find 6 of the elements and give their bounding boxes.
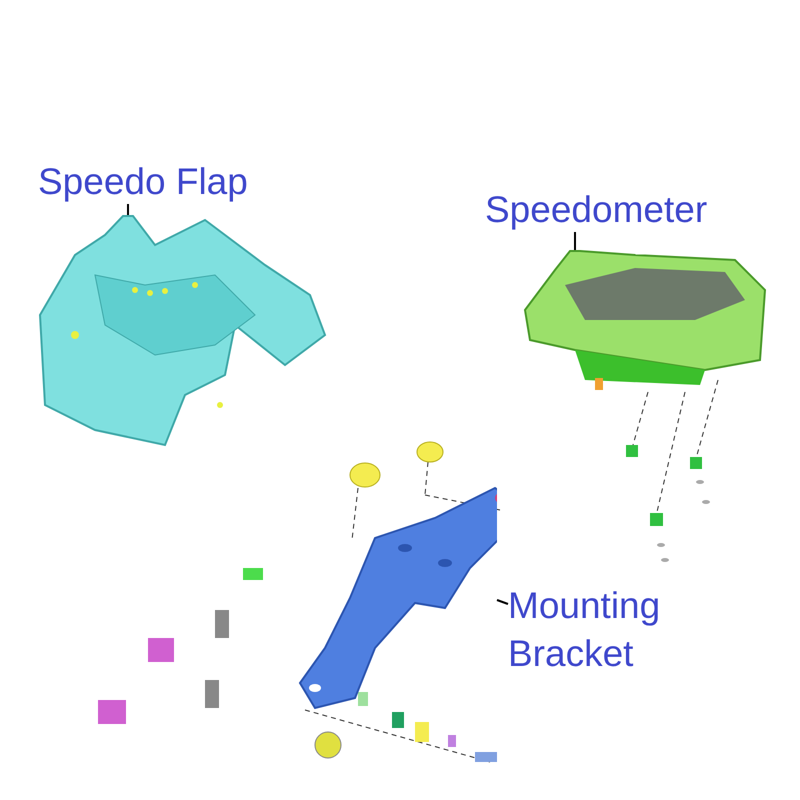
leader-line <box>496 599 508 605</box>
leader-line <box>127 204 129 215</box>
part-label: Speedometer <box>485 186 755 232</box>
part-label: Mounting Bracket <box>508 582 708 686</box>
leader-line <box>574 232 576 250</box>
part-label: Speedo Flap <box>38 158 283 204</box>
